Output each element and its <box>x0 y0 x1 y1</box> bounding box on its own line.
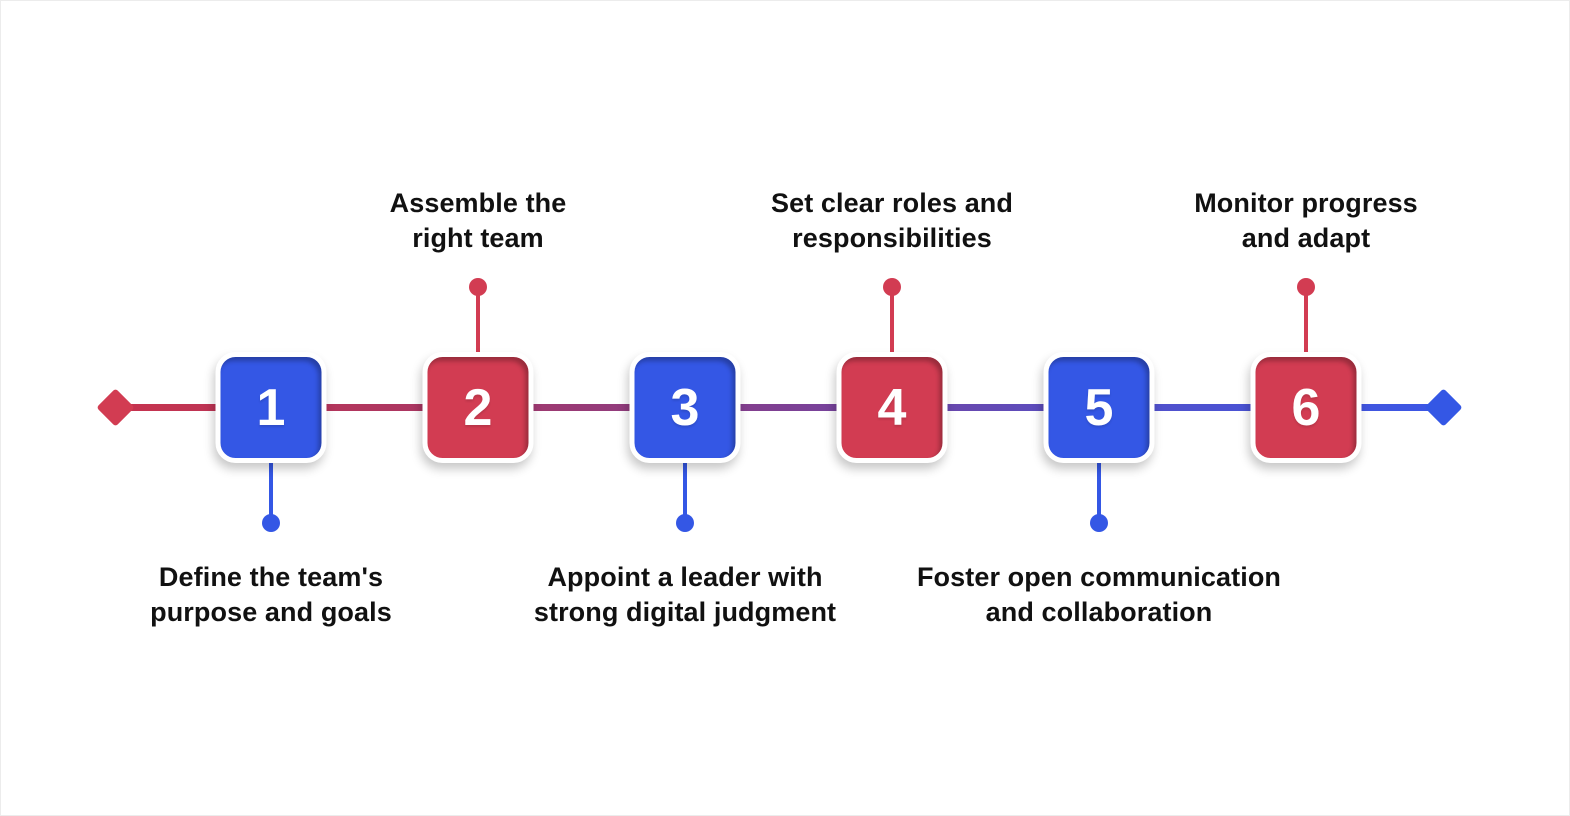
connector-stem <box>476 293 480 353</box>
connector-dot-icon <box>469 278 487 296</box>
timeline-start-diamond-icon <box>96 388 135 427</box>
step-label: Define the team's purpose and goals <box>150 562 392 627</box>
connector-stem <box>683 461 687 517</box>
connector-dot-icon <box>883 278 901 296</box>
step-label: Monitor progress and adapt <box>1194 188 1418 253</box>
timeline-end-diamond-icon <box>1424 388 1463 427</box>
timeline-line <box>115 404 1444 411</box>
connector-dot-icon <box>676 514 694 532</box>
step-label: Assemble the right team <box>389 188 567 253</box>
connector-stem <box>890 293 894 353</box>
connector-stem <box>1097 461 1101 517</box>
connector-dot-icon <box>1090 514 1108 532</box>
step-label: Appoint a leader with strong digital jud… <box>533 562 837 627</box>
connector-stem <box>1304 293 1308 353</box>
connector-dot-icon <box>262 514 280 532</box>
connector-dot-icon <box>1297 278 1315 296</box>
step-label: Foster open communication and collaborat… <box>916 562 1282 627</box>
connector-stem <box>269 461 273 517</box>
step-label: Set clear roles and responsibilities <box>770 188 1013 253</box>
